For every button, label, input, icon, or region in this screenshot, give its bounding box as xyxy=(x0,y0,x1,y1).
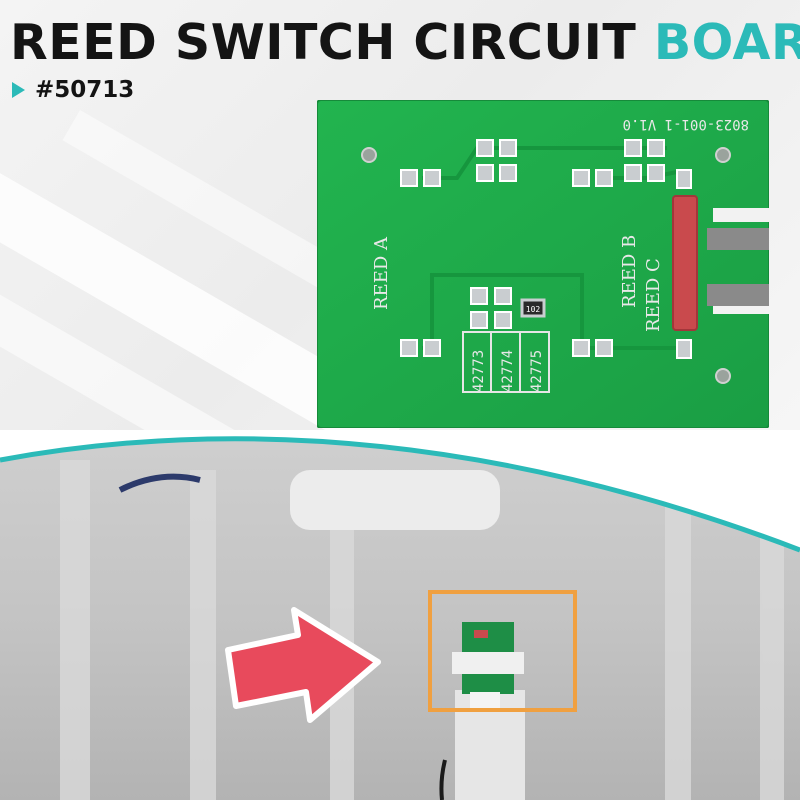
wave-divider xyxy=(0,430,800,553)
mounting-hole xyxy=(715,368,731,384)
edge-contact xyxy=(707,284,769,306)
connector-slot xyxy=(713,208,769,222)
title-accent: BOARD xyxy=(653,14,800,71)
part-label: 42774 xyxy=(500,350,516,392)
cable xyxy=(439,759,447,800)
page-title: REED SWITCH CIRCUIT BOARD xyxy=(10,14,800,72)
interior-ribs xyxy=(60,460,784,800)
solder-pads xyxy=(400,139,692,359)
part-label: 42773 xyxy=(471,350,487,392)
resistor xyxy=(520,298,546,318)
wires xyxy=(118,473,201,493)
part-number-row: #50713 xyxy=(12,76,134,104)
mounting-hole xyxy=(715,147,731,163)
label-reed-c: REED C xyxy=(643,258,664,332)
label-reed-a: REED A xyxy=(371,236,392,310)
reed-switch xyxy=(672,195,698,331)
label-reed-b: REED B xyxy=(619,235,640,308)
part-label: 42775 xyxy=(529,350,545,392)
edge-contact xyxy=(707,228,769,250)
part-number: #50713 xyxy=(35,77,135,103)
highlight-box xyxy=(428,590,577,712)
resistor-code: 102 xyxy=(526,305,541,314)
light-fixture xyxy=(290,470,500,530)
board-code: 8023-001-1 V1.0 xyxy=(623,116,749,132)
board-housing xyxy=(452,652,524,674)
part-label-box xyxy=(462,331,550,393)
arrow-icon xyxy=(12,82,25,98)
red-arrow-icon xyxy=(225,607,381,723)
circuit-board: 102 42773 42774 42775 8023-001-1 V1.0 RE… xyxy=(317,100,769,428)
title-main: REED SWITCH CIRCUIT xyxy=(10,14,637,71)
mounting-hole xyxy=(361,147,377,163)
